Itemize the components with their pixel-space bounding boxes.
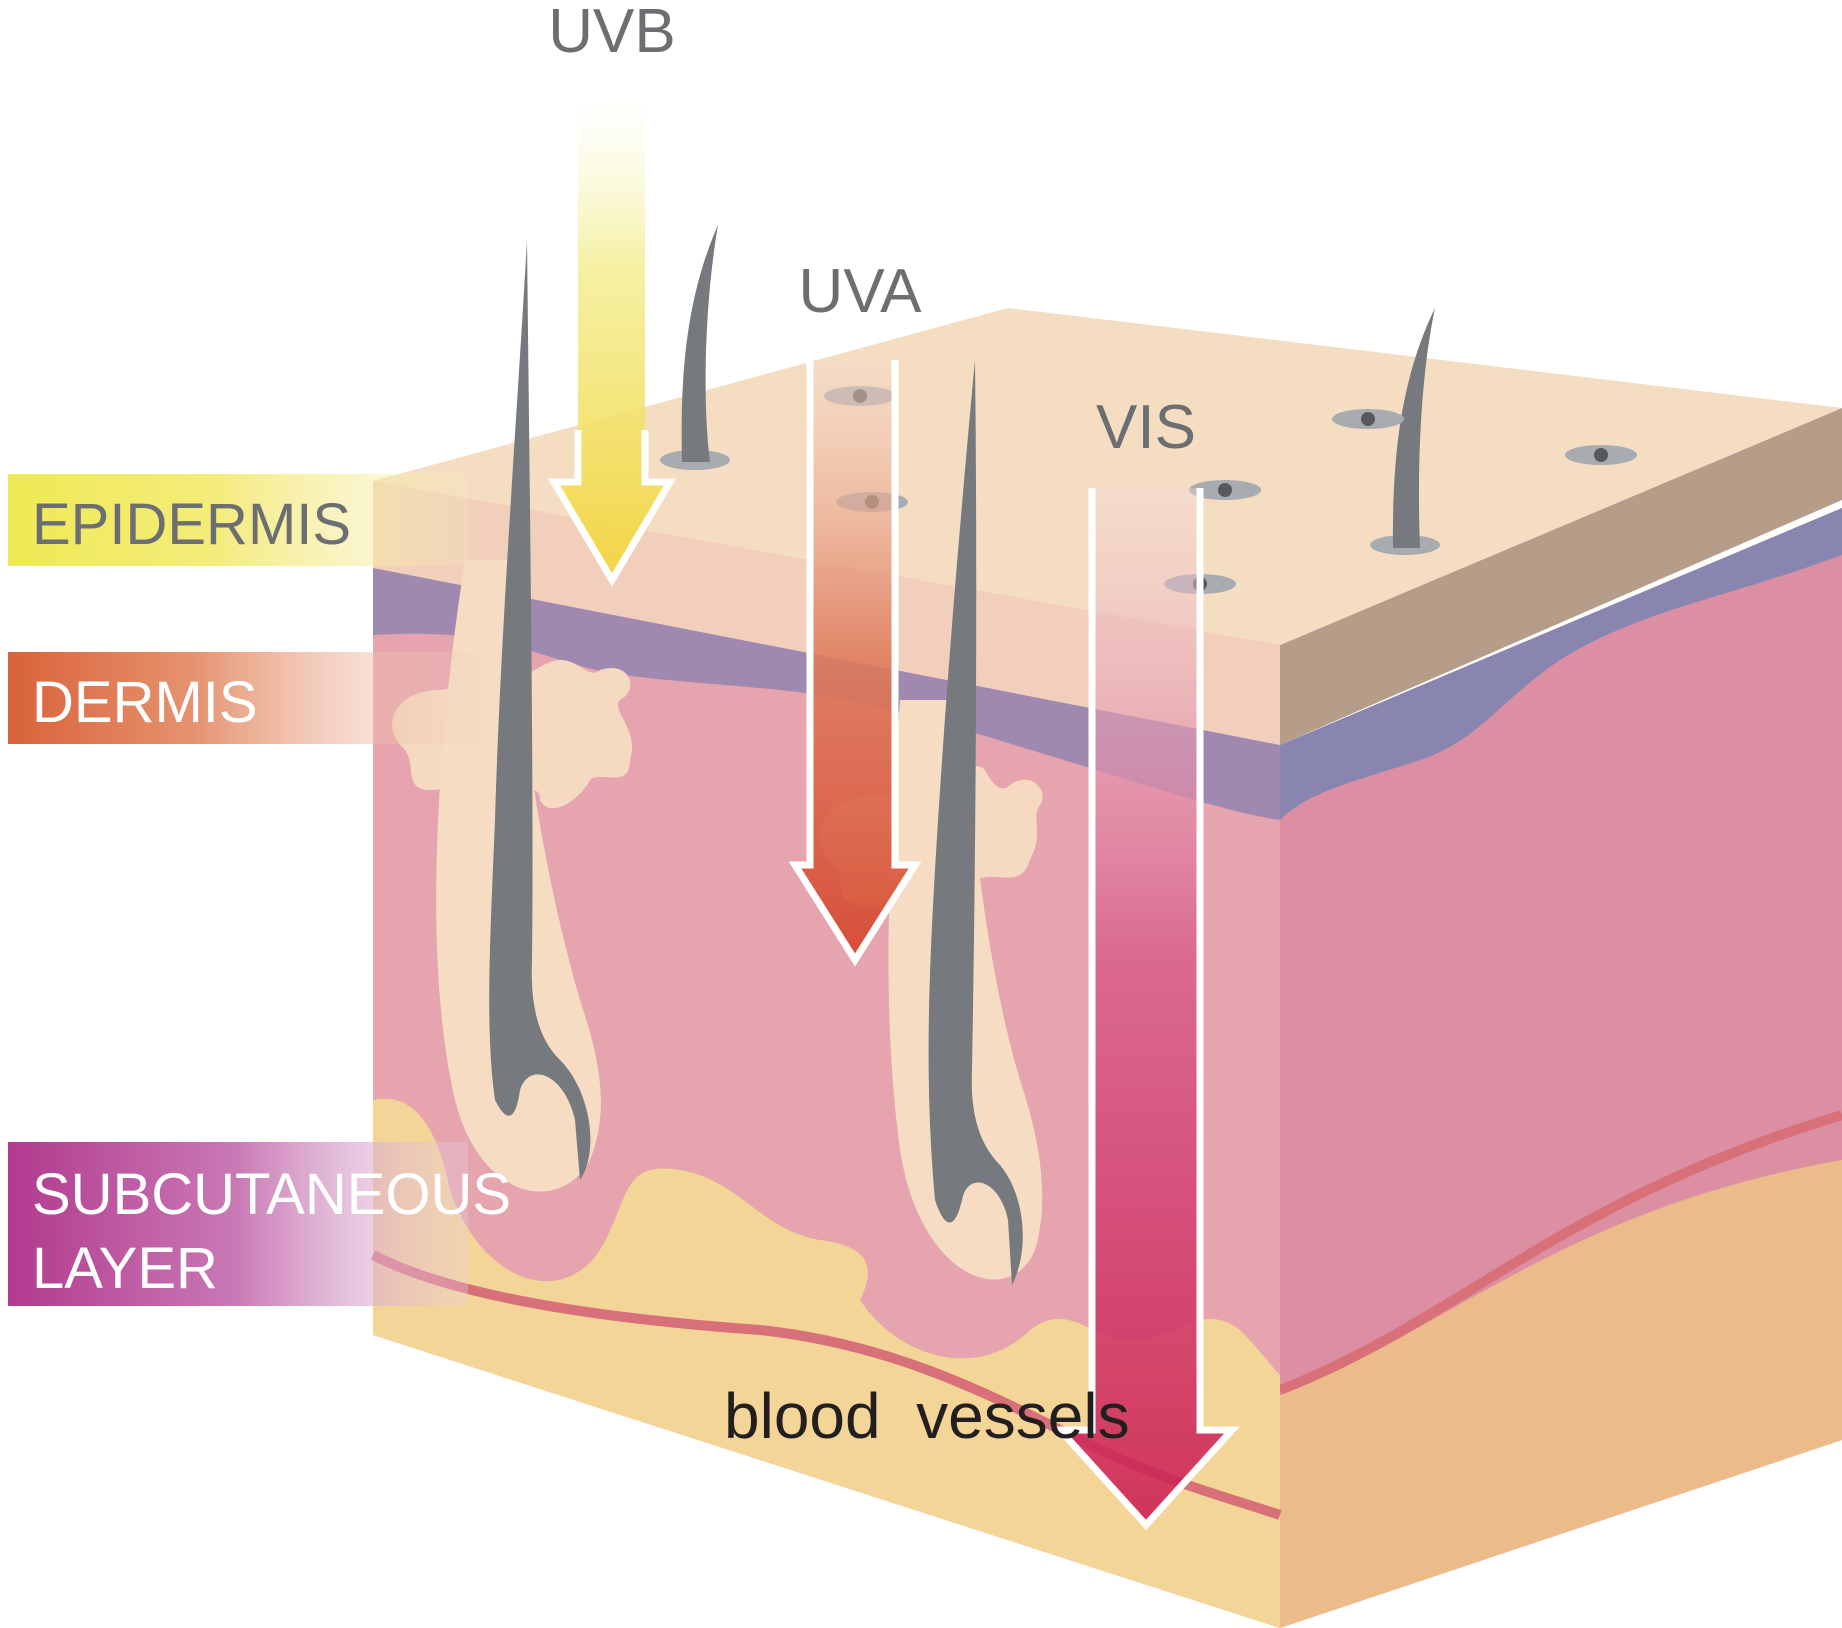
uva-ray-arrow	[788, 360, 922, 967]
epidermis-label: EPIDERMIS	[32, 492, 351, 557]
dermis-label-bar: DERMIS	[8, 652, 478, 744]
subcutaneous-label-line1: SUBCUTANEOUS	[32, 1162, 511, 1227]
uvb-label: UVB	[548, 0, 675, 66]
epidermis-label-bar: EPIDERMIS	[8, 474, 468, 566]
uvb-ray-arrow	[547, 95, 677, 587]
vis-label: VIS	[1096, 393, 1196, 462]
blood-vessels-label: blood vessels	[724, 1380, 1130, 1452]
vis-ray-arrow	[1052, 488, 1240, 1531]
uva-label: UVA	[799, 257, 923, 326]
hair-shaft-top-left	[660, 225, 730, 470]
skin-block-right-face	[1278, 408, 1842, 1628]
hair-follicle-center	[888, 360, 1043, 1285]
subcutaneous-label-bar: SUBCUTANEOUS LAYER	[8, 1142, 511, 1306]
dermis-label: DERMIS	[32, 670, 258, 735]
hair-shaft-top-right	[1370, 308, 1440, 555]
subcutaneous-label-line2: LAYER	[32, 1236, 218, 1301]
